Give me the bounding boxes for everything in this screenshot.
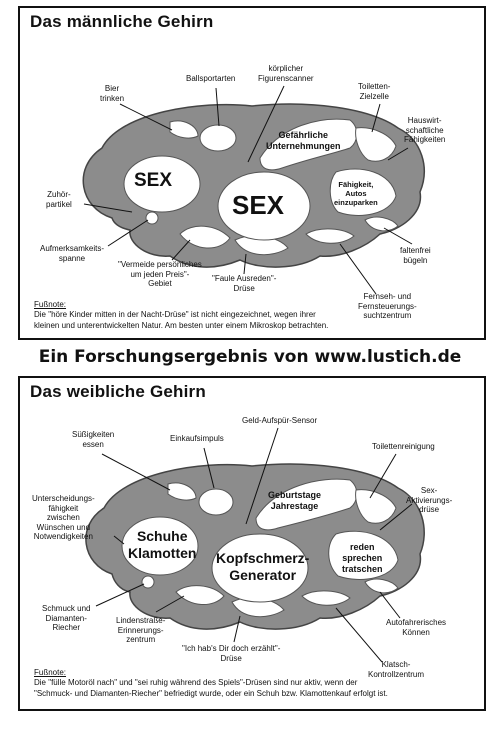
sex-right-text: SEX (232, 190, 285, 220)
headline: Ein Forschungsergebnis von www.lustich.d… (38, 347, 462, 367)
brain-region (259, 118, 358, 171)
male-footnote: Fußnote: Die "höre Kinder mitten in der … (34, 300, 329, 330)
brain-region (301, 590, 351, 606)
label-toilettenreinigung: Toilettenreinigung (372, 442, 435, 451)
label-toiletten-zielzelle: Toiletten-Zielzelle (358, 82, 391, 101)
brain-region (364, 216, 399, 232)
aufmerk-dot (145, 211, 159, 225)
female-footnote: Fußnote: Die "fülle Motoröl nach" und "s… (34, 668, 388, 698)
label-aufmerksamkeit: Aufmerksamkeits-spanne (40, 244, 105, 263)
brain-region (169, 120, 199, 139)
brain-region (329, 168, 397, 216)
brain-region (175, 585, 225, 605)
female-brain-title: Das weibliche Gehirn (30, 382, 206, 401)
male-brain-panel: Das männliche Gehirn (18, 6, 486, 340)
brain-region (355, 127, 397, 162)
female-brain-diagram (85, 427, 425, 663)
male-brain-diagram (82, 85, 425, 295)
label-klatsch: Klatsch-Kontrollzentrum (368, 660, 425, 679)
brain-region (255, 478, 358, 531)
label-habs-erzaehlt: "Ich hab's Dir doch erzählt"-Drüse (182, 644, 281, 663)
brain-region (355, 489, 397, 524)
label-faule-ausreden: "Faule Ausreden"-Drüse (212, 274, 277, 293)
schuhe-oval (121, 516, 199, 576)
brain-region (305, 228, 355, 244)
sex-left-text: SEX (134, 170, 173, 191)
brain-region (179, 225, 231, 249)
sex-left-oval (123, 155, 201, 213)
label-sex-aktivierung: Sex-Aktivierungs-drüse (406, 486, 453, 515)
schmuck-dot (141, 575, 155, 589)
einkauf-oval (198, 488, 234, 516)
label-zuhoer: Zuhör-partikel (46, 190, 72, 209)
label-lindenstrasse: Lindenstraße-Erinnerungs-zentrum (116, 616, 166, 645)
brain-region (364, 578, 399, 594)
kopfschmerz-oval (211, 533, 309, 603)
label-geld-sensor: Geld-Aufspür-Sensor (242, 416, 318, 425)
label-ballsport: Ballsportarten (186, 74, 236, 83)
sex-right-oval (217, 171, 311, 241)
male-brain-title: Das männliche Gehirn (30, 12, 214, 31)
kopfschmerz-text: Kopfschmerz-Generator (216, 550, 310, 583)
brain-region (328, 530, 399, 580)
ball-oval (199, 124, 237, 152)
brain-region (167, 482, 197, 501)
label-einkaufsimpuls: Einkaufsimpuls (170, 434, 224, 443)
